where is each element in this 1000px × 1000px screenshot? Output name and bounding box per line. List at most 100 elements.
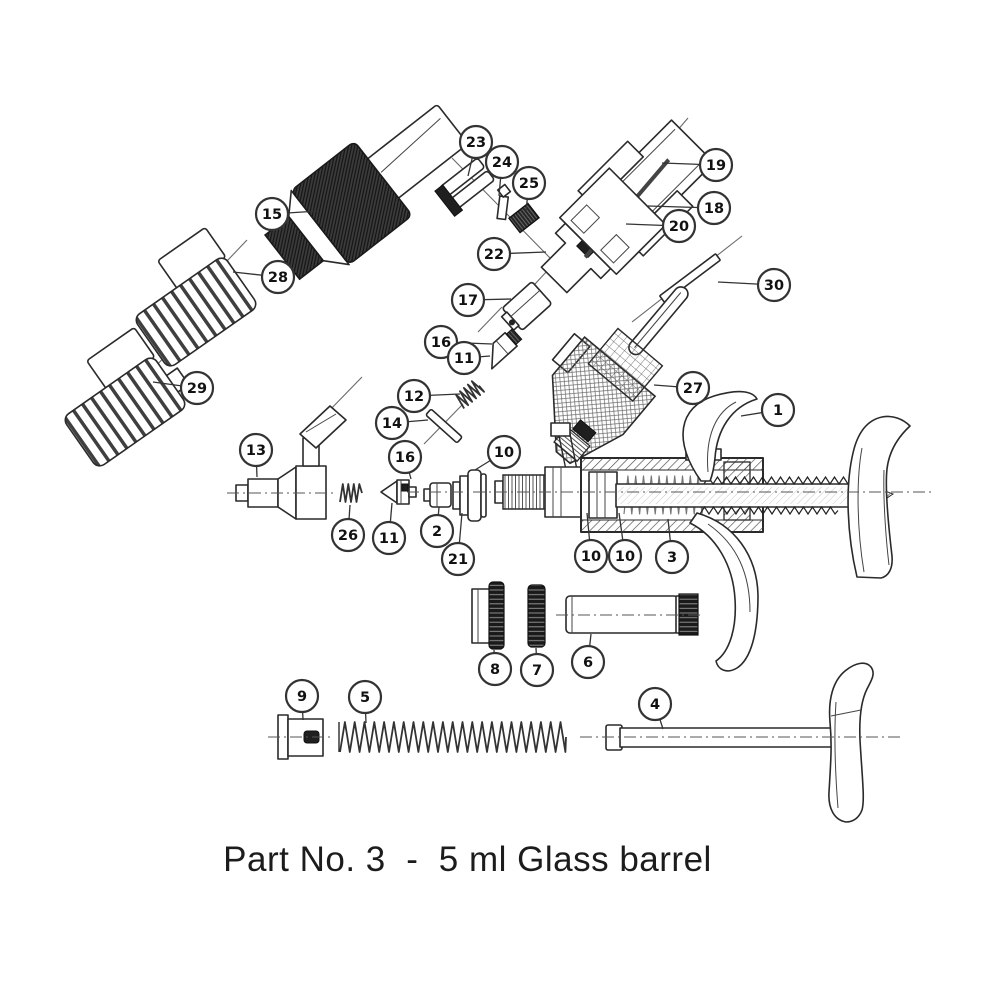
callout-23: 23 (458, 124, 494, 177)
part-21-10-piston-head (452, 469, 487, 522)
callout-number: 7 (532, 663, 542, 679)
callout-9: 9 (284, 678, 320, 721)
callout-19: 19 (661, 147, 734, 183)
callout-balloon (607, 538, 643, 574)
callout-balloon (458, 124, 494, 160)
callout-balloon (440, 541, 476, 577)
callout-number: 18 (704, 201, 724, 217)
part-28-ribbed-coupler (135, 227, 257, 367)
callout-11: 11 (446, 340, 491, 376)
callout-7: 7 (519, 647, 555, 688)
callout-balloon (446, 340, 482, 376)
rear-grip-handle (847, 415, 911, 579)
callout-number: 30 (764, 278, 784, 294)
callout-balloon (179, 370, 215, 406)
callout-balloon (637, 686, 673, 722)
callout-number: 6 (583, 655, 593, 671)
callout-1: 1 (740, 392, 796, 428)
part-27-drawoff-assembly (551, 286, 689, 465)
callout-22: 22 (476, 236, 547, 272)
part-8-collar (471, 581, 505, 650)
callout-13: 13 (238, 432, 274, 478)
callout-balloon (260, 259, 296, 295)
callout-number: 5 (360, 690, 370, 706)
callout-number: 16 (395, 450, 415, 466)
part-7-threaded-insert (527, 584, 546, 648)
part-16-11-valve-upper (491, 319, 523, 370)
part-26-spring (339, 483, 363, 503)
callout-18: 18 (647, 190, 732, 226)
callout-number: 1 (773, 403, 783, 419)
valve-assembly-19-18-20-22 (540, 119, 715, 294)
callout-3: 3 (654, 518, 690, 575)
callout-29: 29 (152, 370, 215, 406)
callout-number: 28 (268, 270, 288, 286)
callout-number: 16 (431, 335, 451, 351)
callout-5: 5 (347, 679, 383, 724)
callout-number: 3 (667, 550, 677, 566)
callout-balloon (661, 208, 697, 244)
callout-8: 8 (477, 649, 513, 687)
callout-number: 26 (338, 528, 358, 544)
callout-number: 22 (484, 247, 504, 263)
callout-number: 9 (297, 689, 307, 705)
callout-25: 25 (511, 165, 547, 212)
callout-number: 13 (246, 443, 266, 459)
callout-number: 8 (490, 662, 500, 678)
callout-balloon (486, 434, 522, 470)
centerlines (227, 491, 934, 738)
callout-balloon (696, 190, 732, 226)
drawoff-tube (550, 422, 578, 471)
callout-balloon (511, 165, 547, 201)
callout-number: 15 (262, 207, 282, 223)
callout-30: 30 (717, 267, 792, 303)
callout-balloon (484, 144, 520, 180)
part-2-cap (423, 482, 452, 508)
part-15-adapter (263, 104, 468, 281)
part-12-spring (454, 380, 486, 409)
callout-balloon (347, 679, 383, 715)
callout-16: 16 (423, 324, 493, 360)
callout-27: 27 (653, 370, 711, 406)
callout-balloon (330, 517, 366, 553)
part-24-cone (496, 183, 512, 221)
callout-21: 21 (440, 512, 476, 577)
callout-balloon (654, 539, 690, 575)
callout-16: 16 (387, 439, 423, 480)
callout-number: 11 (454, 351, 474, 367)
callout-6: 6 (570, 633, 606, 680)
callout-number: 20 (669, 219, 689, 235)
callout-balloon (396, 378, 432, 414)
callout-28: 28 (232, 259, 296, 295)
callout-balloon (450, 282, 486, 318)
callout-number: 25 (519, 176, 539, 192)
part-14-pin (425, 409, 463, 443)
callout-number: 11 (379, 531, 399, 547)
callout-20: 20 (625, 208, 697, 244)
callout-12: 12 (396, 378, 461, 414)
callout-17: 17 (450, 282, 512, 318)
callout-balloon (476, 236, 512, 272)
part-5-spring (338, 721, 567, 753)
callout-balloon (698, 147, 734, 183)
callout-balloon (284, 678, 320, 714)
callout-number: 10 (615, 549, 635, 565)
callout-10: 10 (607, 512, 643, 574)
callout-2: 2 (419, 506, 455, 549)
callout-10: 10 (474, 434, 522, 471)
part-1-handle-clip (682, 390, 758, 482)
callout-balloon (573, 538, 609, 574)
callout-11: 11 (371, 502, 407, 556)
callout-26: 26 (330, 504, 366, 553)
callout-number: 23 (466, 135, 486, 151)
callout-number: 10 (581, 549, 601, 565)
callout-balloon (419, 513, 455, 549)
callout-number: 10 (494, 445, 514, 461)
main-body-assembly (494, 448, 895, 533)
callout-balloon (675, 370, 711, 406)
part-17-block (500, 281, 552, 331)
callout-balloon (519, 652, 555, 688)
figure-caption: Part No. 3 - 5 ml Glass barrel (223, 840, 712, 879)
